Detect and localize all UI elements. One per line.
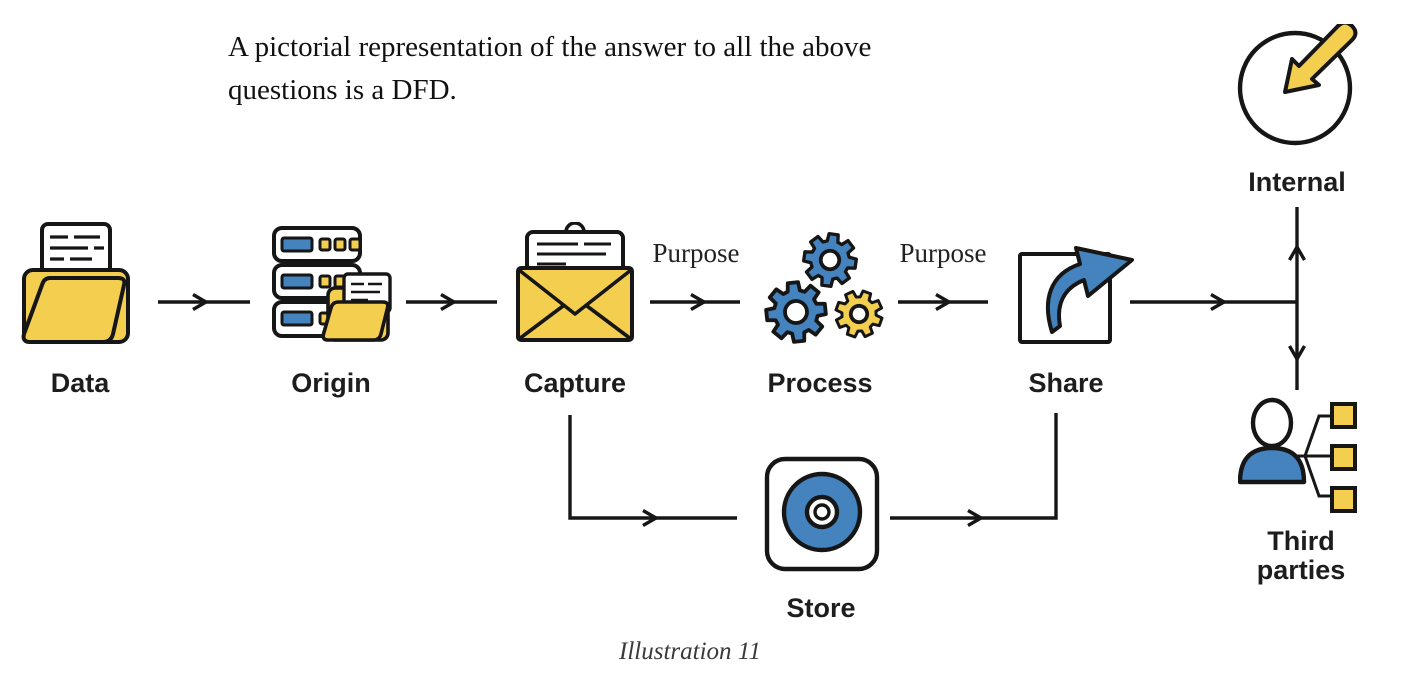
node-label-origin: Origin bbox=[291, 368, 371, 398]
envelope-letter-icon bbox=[516, 222, 634, 342]
edge-internal-thirdparties-vertical bbox=[1288, 207, 1306, 390]
inward-arrow-circle-icon bbox=[1237, 24, 1358, 146]
edge-capture-store bbox=[568, 415, 737, 527]
edge-capture-process bbox=[650, 293, 740, 311]
box-curved-arrow-icon bbox=[1018, 246, 1134, 344]
intro-line-2: questions is a DFD. bbox=[228, 74, 457, 106]
edge-share-right bbox=[1130, 293, 1297, 311]
gears-icon bbox=[761, 229, 886, 347]
node-label-data: Data bbox=[50, 368, 110, 398]
node-label-share: Share bbox=[1028, 368, 1104, 398]
figure-caption: Illustration 11 bbox=[619, 638, 761, 665]
edge-data-origin bbox=[158, 293, 250, 311]
node-label-internal: Internal bbox=[1248, 167, 1346, 197]
node-label-process: Process bbox=[767, 368, 873, 398]
gear-left-blue bbox=[761, 277, 831, 347]
flow-label-purpose-1: Purpose bbox=[652, 238, 740, 268]
server-stack-folder-icon bbox=[272, 226, 392, 342]
person-network-icon bbox=[1238, 397, 1357, 513]
node-label-capture: Capture bbox=[523, 368, 627, 398]
flow-label-purpose-2: Purpose bbox=[899, 238, 987, 268]
gear-right-yellow bbox=[828, 283, 886, 345]
optical-disc-icon bbox=[764, 456, 880, 572]
edge-origin-capture bbox=[406, 293, 497, 311]
node-label-store: Store bbox=[786, 593, 856, 623]
intro-text: A pictorial representation of the answer… bbox=[228, 26, 1008, 112]
open-folder-document-icon bbox=[21, 222, 130, 344]
edge-store-share bbox=[890, 413, 1058, 527]
node-label-third-parties: Third parties bbox=[1256, 526, 1346, 585]
edge-process-share bbox=[898, 293, 988, 311]
intro-line-1: A pictorial representation of the answer… bbox=[228, 31, 872, 63]
gear-top-blue bbox=[799, 229, 861, 291]
